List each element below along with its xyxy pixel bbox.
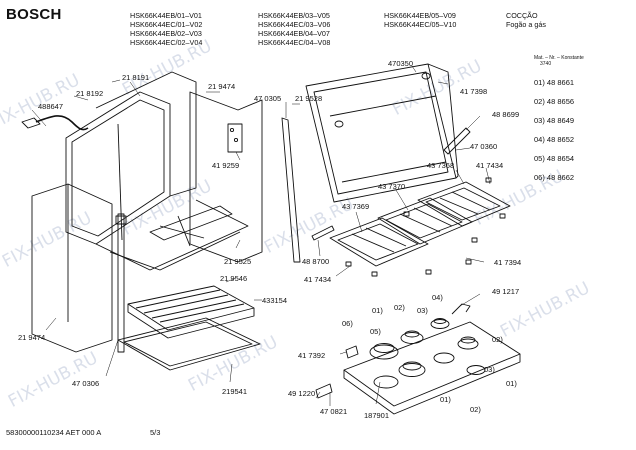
part-label: 48 8700 <box>302 257 330 266</box>
model-code: HSK66K44EC/05–V10 <box>384 20 457 29</box>
side-panel <box>31 183 113 353</box>
part-label: 470350 <box>388 59 414 68</box>
part-label: 21 9528 <box>295 94 323 103</box>
part-label: 43 7368 <box>427 161 455 170</box>
legend-row: 06) 48 8662 <box>534 173 575 182</box>
leader-lines <box>31 65 491 406</box>
pan-support-right <box>417 181 511 227</box>
part-label: 47 0306 <box>72 379 100 388</box>
part-label: 187901 <box>364 411 390 420</box>
callout-label: 02) <box>492 335 503 344</box>
cooktop-plate <box>343 321 521 415</box>
rubber-feet <box>345 177 506 277</box>
part-label: 48 8699 <box>492 110 520 119</box>
model-code: HSK66K44EB/04–V07 <box>258 29 330 38</box>
part-label: 433154 <box>262 296 288 305</box>
legend-row: 01) 48 8661 <box>534 78 575 87</box>
power-cable <box>21 115 89 131</box>
part-label: 219541 <box>222 387 248 396</box>
gas-nozzle <box>311 225 335 241</box>
model-code: HSK66K44EB/02–V03 <box>130 29 202 38</box>
product-name: COCÇÃO <box>506 11 538 20</box>
legend-row: 05) 48 8654 <box>534 154 575 163</box>
part-label: 488647 <box>38 102 64 111</box>
product-description: COCÇÃO Fogão a gás <box>506 11 546 29</box>
legend-row: 03) 48 8649 <box>534 116 575 125</box>
part-label: 21 8192 <box>76 89 104 98</box>
mounting-bracket <box>315 303 471 399</box>
callout-label: 06) <box>342 319 353 328</box>
model-list-col3: HSK66K44EB/05–V09 HSK66K44EC/05–V10 <box>384 11 456 29</box>
part-label: 21 9474 <box>18 333 46 342</box>
part-label: 47 0305 <box>254 94 282 103</box>
model-code: HSK66K44EB/03–V05 <box>258 11 330 20</box>
model-list-col1: HSK66K44EB/01–V01 HSK66K44EC/01–V02 HSK6… <box>130 11 202 47</box>
part-number-legend: Mat. – Nr. – Konstante 3740 01) 48 8661 … <box>534 55 634 187</box>
callout-label: 01) <box>506 379 517 388</box>
document-number: 58300000110234 AET 000 A <box>6 428 102 437</box>
baking-tray <box>117 317 261 371</box>
model-list-col2: HSK66K44EB/03–V05 HSK66K44EC/03–V06 HSK6… <box>258 11 330 47</box>
part-label: 41 7434 <box>476 161 504 170</box>
product-type: Fogão a gás <box>506 20 546 29</box>
part-label: 21 9546 <box>220 274 248 283</box>
part-label: 49 1220 <box>288 389 316 398</box>
model-code: HSK66K44EB/01–V01 <box>130 11 202 20</box>
glass-lid <box>305 63 459 203</box>
callout-label: 05) <box>370 327 381 336</box>
part-label: 41 7434 <box>304 275 332 284</box>
legend-header: Mat. – Nr. – Konstante <box>534 55 584 61</box>
callout-label: 02) <box>470 405 481 414</box>
part-label: 41 7394 <box>494 258 522 267</box>
part-label: 21 9525 <box>224 257 252 266</box>
hinge-pin <box>443 127 471 155</box>
model-code: HSK66K44EC/01–V02 <box>130 20 203 29</box>
pan-support-left <box>329 217 429 267</box>
part-label: 47 0360 <box>470 142 498 151</box>
part-label: 49 1217 <box>492 287 520 296</box>
part-label: 41 7392 <box>298 351 326 360</box>
brand-logo: BOSCH <box>6 6 62 23</box>
legend-row: 04) 48 8652 <box>534 135 575 144</box>
door-rail <box>281 117 301 263</box>
model-code: HSK66K44EC/02–V04 <box>130 38 203 47</box>
pan-support-middle <box>377 197 473 245</box>
part-label: 43 7369 <box>342 202 370 211</box>
part-label: 21 9474 <box>208 82 236 91</box>
part-label: 41 9259 <box>212 161 240 170</box>
part-label: 43 7370 <box>378 182 406 191</box>
callout-label: 03) <box>417 306 428 315</box>
model-code: HSK66K44EB/05–V09 <box>384 11 456 20</box>
callout-label: 03) <box>484 365 495 374</box>
part-label: 47 0821 <box>320 407 348 416</box>
front-rail <box>115 213 127 353</box>
callout-label: 01) <box>372 306 383 315</box>
oven-cabinet-frame <box>65 71 249 271</box>
model-code: HSK66K44EC/04–V08 <box>258 38 331 47</box>
model-code: HSK66K44EC/03–V06 <box>258 20 331 29</box>
legend-header-code: 3740 <box>540 61 552 67</box>
callout-label: 04) <box>432 293 443 302</box>
legend-row: 02) 48 8656 <box>534 97 575 106</box>
oven-rack <box>127 285 255 339</box>
part-label: 21 8191 <box>122 73 150 82</box>
callout-label: 01) <box>440 395 451 404</box>
right-side-wall <box>189 91 263 263</box>
part-label: 41 7398 <box>460 87 488 96</box>
page-number: 5/3 <box>150 428 161 437</box>
burner-set <box>369 318 486 389</box>
callout-label: 02) <box>394 303 405 312</box>
